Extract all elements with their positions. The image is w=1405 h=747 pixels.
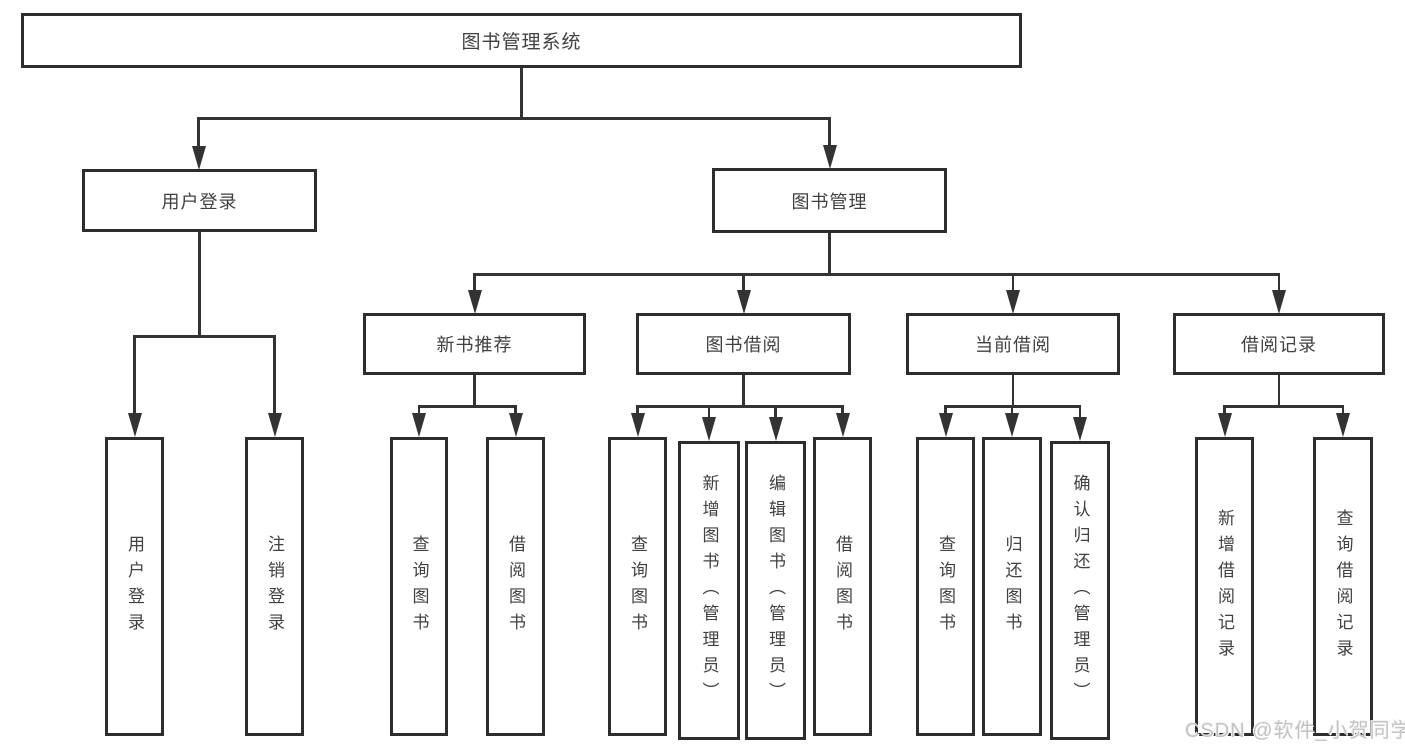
node-new-book-recommendation: 新书推荐: [363, 313, 586, 375]
arrow-down-icon: [267, 413, 282, 437]
leaf-confirm-return-admin: 确认归还（管理员）: [1050, 441, 1110, 740]
connector-horizontal-line: [133, 335, 276, 338]
arrow-stem: [417, 405, 421, 413]
arrow-down-icon: [127, 413, 142, 437]
node-book-borrowing: 图书借阅: [636, 313, 851, 375]
arrow-down-icon: [191, 146, 206, 170]
arrow-stem: [473, 273, 476, 290]
arrow-stem: [1341, 405, 1345, 413]
arrow-stem: [707, 405, 711, 417]
arrow-down-icon: [938, 413, 953, 437]
arrow-stem: [1010, 405, 1014, 413]
connector-vertical-line: [1011, 375, 1015, 407]
node-user-login: 用户登录: [82, 169, 317, 232]
arrow-stem: [742, 273, 745, 290]
arrow-down-icon: [1005, 413, 1019, 437]
arrow-down-icon: [508, 413, 523, 437]
leaf-query-books-borrow: 查询图书: [608, 437, 667, 736]
leaf-add-book-admin: 新增图书（管理员）: [678, 441, 740, 740]
arrow-stem: [636, 405, 639, 413]
leaf-query-books-current: 查询图书: [916, 437, 975, 736]
connector-vertical-line: [198, 232, 201, 337]
arrow-down-icon: [1006, 290, 1020, 314]
arrow-down-icon: [630, 413, 645, 437]
connector-vertical-line: [828, 233, 831, 275]
arrow-down-icon: [822, 145, 837, 169]
connector-horizontal-line: [197, 117, 831, 120]
arrow-down-icon: [702, 417, 716, 441]
arrow-stem: [1011, 273, 1015, 290]
arrow-down-icon: [1073, 417, 1087, 441]
connector-horizontal-line: [636, 405, 844, 408]
arrow-stem: [514, 405, 517, 413]
leaf-return-book: 归还图书: [982, 437, 1042, 736]
arrow-stem: [774, 405, 777, 417]
node-current-borrowing: 当前借阅: [906, 313, 1120, 375]
leaf-logout: 注销登录: [245, 437, 304, 736]
arrow-down-icon: [736, 290, 751, 314]
arrow-stem: [1277, 273, 1281, 290]
arrow-down-icon: [768, 417, 783, 441]
leaf-query-books-recommend: 查询图书: [390, 437, 448, 736]
connector-vertical-line: [473, 375, 476, 407]
node-library-management-system: 图书管理系统: [21, 13, 1022, 68]
arrow-down-icon: [1336, 413, 1350, 437]
arrow-down-icon: [1217, 413, 1232, 437]
connector-horizontal-line: [417, 405, 517, 408]
connector-horizontal-line: [1223, 405, 1345, 408]
arrow-stem: [841, 405, 844, 413]
arrow-stem: [1078, 405, 1082, 417]
arrow-stem: [133, 335, 136, 413]
arrow-down-icon: [412, 413, 426, 437]
leaf-borrow-books-recommend: 借阅图书: [486, 437, 545, 736]
arrow-stem: [1223, 405, 1226, 413]
arrow-down-icon: [1272, 290, 1286, 314]
arrow-down-icon: [835, 413, 850, 437]
leaf-add-borrow-record: 新增借阅记录: [1195, 437, 1254, 736]
arrow-stem: [197, 117, 200, 146]
node-book-management: 图书管理: [712, 168, 947, 233]
arrow-down-icon: [467, 290, 482, 314]
leaf-user-login: 用户登录: [105, 437, 164, 736]
leaf-edit-book-admin: 编辑图书（管理员）: [745, 441, 806, 740]
node-borrowing-records: 借阅记录: [1173, 313, 1385, 375]
watermark: CSDN @软件_小贺同学: [1185, 720, 1405, 742]
connector-horizontal-line: [473, 273, 1281, 276]
arrow-stem: [944, 405, 947, 413]
connector-vertical-line: [742, 375, 745, 407]
leaf-query-borrow-record: 查询借阅记录: [1313, 437, 1373, 736]
arrow-stem: [273, 335, 276, 413]
connector-vertical-line: [520, 68, 523, 119]
connector-vertical-line: [1277, 375, 1281, 407]
leaf-borrow-books-borrow: 借阅图书: [813, 437, 872, 736]
arrow-stem: [828, 117, 831, 145]
